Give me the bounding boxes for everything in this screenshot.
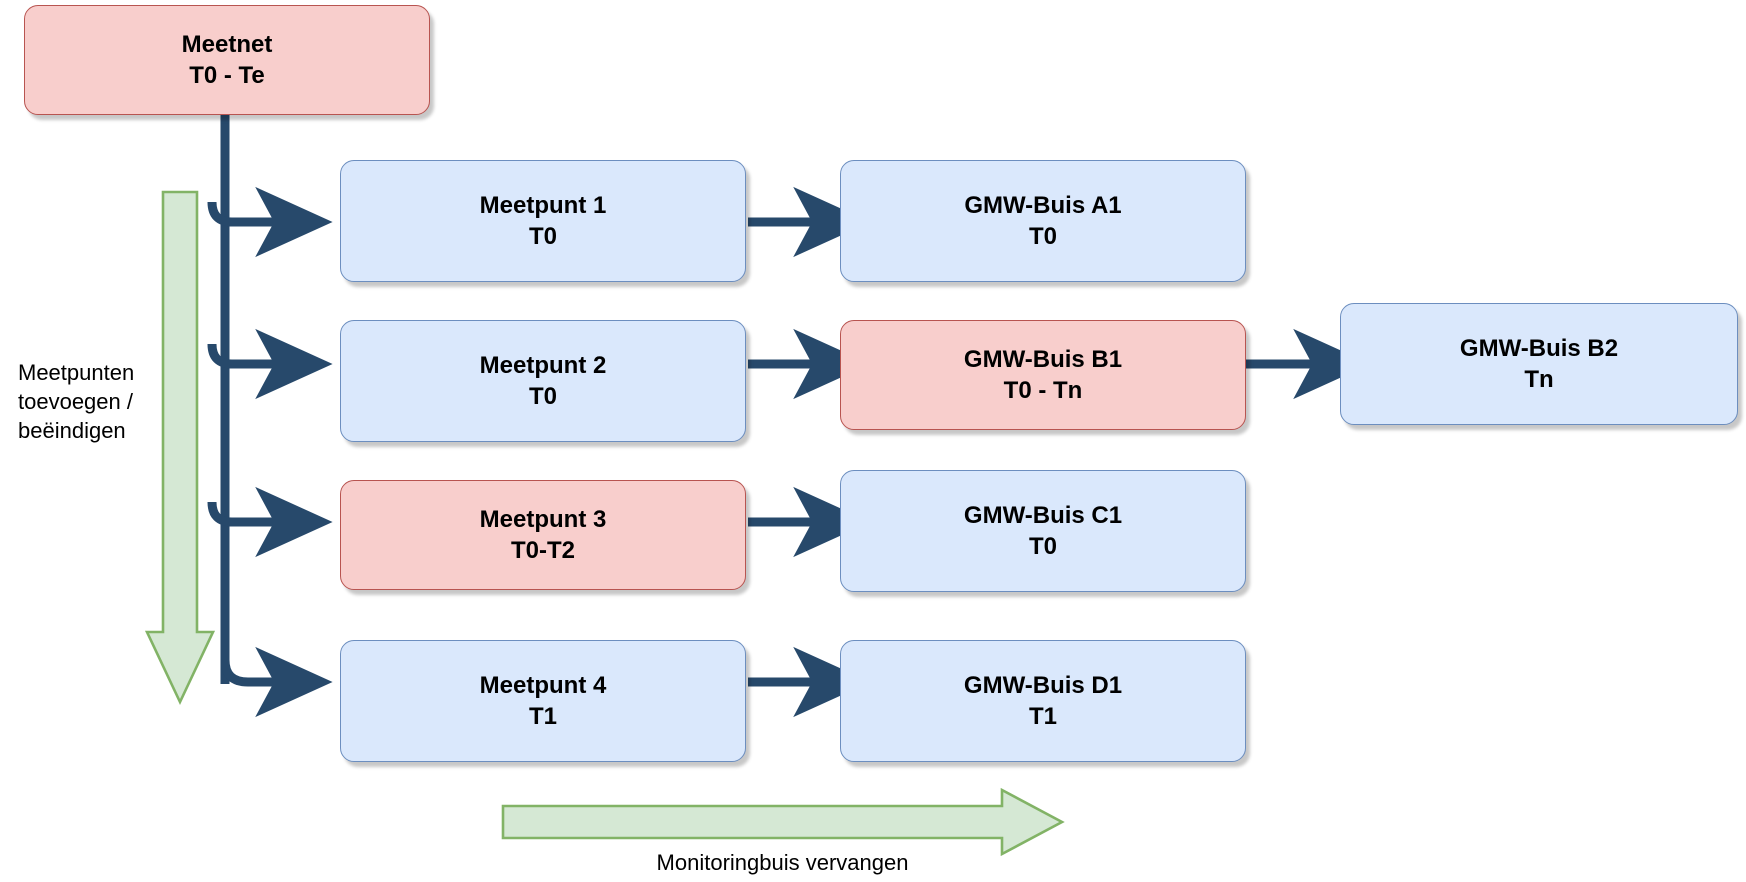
node-meetpunt-3-line2: T0-T2 — [510, 537, 575, 564]
label-monitoringbuis-vervangen: Monitoringbuis vervangen — [656, 850, 909, 875]
node-gmw-buis-b2-line1: GMW-Buis B2 — [1459, 334, 1619, 362]
node-meetpunt-3-line1: Meetpunt 3 — [479, 505, 607, 533]
node-gmw-buis-d1-line2: T1 — [1028, 703, 1057, 730]
node-meetpunt-1-line2: T0 — [528, 223, 557, 250]
node-gmw-buis-a1-line1: GMW-Buis A1 — [964, 191, 1122, 219]
node-gmw-buis-a1[interactable]: GMW-Buis A1 T0 — [840, 160, 1246, 282]
node-meetpunt-2-line1: Meetpunt 2 — [479, 351, 607, 379]
node-gmw-buis-a1-line2: T0 — [1028, 223, 1057, 250]
node-gmw-buis-c1-line2: T0 — [1028, 533, 1057, 560]
label-meetpunten-toevoegen-beeindigen: Meetpunten toevoegen / beëindigen — [18, 360, 135, 444]
node-meetpunt-4[interactable]: Meetpunt 4 T1 — [340, 640, 746, 762]
node-meetnet-line1: Meetnet — [181, 30, 273, 58]
node-meetpunt-4-line2: T1 — [528, 703, 557, 730]
node-gmw-buis-d1-line1: GMW-Buis D1 — [963, 671, 1123, 699]
node-meetpunt-1-line1: Meetpunt 1 — [479, 191, 607, 219]
branch-to-meetpunt-2 — [207, 328, 333, 400]
node-gmw-buis-d1[interactable]: GMW-Buis D1 T1 — [840, 640, 1246, 762]
green-right-arrow — [501, 787, 1065, 857]
node-gmw-buis-b2-line2: Tn — [1524, 366, 1554, 393]
node-meetpunt-3[interactable]: Meetpunt 3 T0-T2 — [340, 480, 746, 590]
node-meetnet[interactable]: Meetnet T0 - Te — [24, 5, 430, 115]
node-gmw-buis-c1-line1: GMW-Buis C1 — [963, 501, 1123, 529]
node-meetpunt-4-line1: Meetpunt 4 — [479, 671, 607, 699]
node-gmw-buis-b1-line1: GMW-Buis B1 — [963, 345, 1123, 373]
node-gmw-buis-b2[interactable]: GMW-Buis B2 Tn — [1340, 303, 1738, 425]
branch-to-meetpunt-4 — [220, 646, 333, 718]
node-meetpunt-2-line2: T0 — [528, 383, 557, 410]
green-down-arrow — [144, 190, 216, 706]
node-meetpunt-1[interactable]: Meetpunt 1 T0 — [340, 160, 746, 282]
node-gmw-buis-c1[interactable]: GMW-Buis C1 T0 — [840, 470, 1246, 592]
branch-to-meetpunt-3 — [207, 486, 333, 558]
node-gmw-buis-b1-line2: T0 - Tn — [1003, 377, 1083, 404]
node-gmw-buis-b1[interactable]: GMW-Buis B1 T0 - Tn — [840, 320, 1246, 430]
branch-to-meetpunt-1 — [207, 186, 333, 258]
node-meetpunt-2[interactable]: Meetpunt 2 T0 — [340, 320, 746, 442]
node-meetnet-line2: T0 - Te — [189, 62, 265, 89]
